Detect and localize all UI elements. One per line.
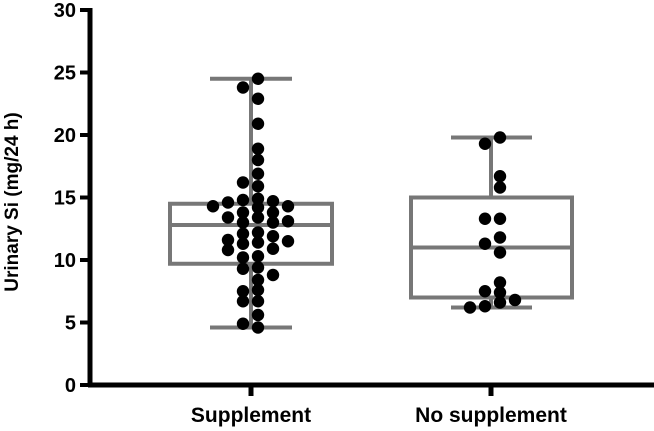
data-point — [251, 261, 265, 274]
y-axis: 0 5 10 15 20 25 30 — [54, 0, 93, 397]
data-point — [221, 243, 235, 257]
data-point — [266, 242, 280, 255]
data-point — [236, 81, 250, 94]
data-point — [281, 215, 295, 228]
data-point — [266, 206, 280, 219]
data-point — [236, 216, 250, 229]
data-point — [493, 286, 507, 299]
data-point — [493, 181, 507, 194]
data-point — [251, 308, 265, 322]
y-axis-title: Urinary Si (mg/24 h) — [2, 112, 23, 292]
data-point — [236, 227, 250, 240]
data-point — [236, 176, 250, 189]
data-point — [251, 153, 265, 167]
data-point — [281, 200, 295, 213]
data-point — [266, 268, 280, 282]
y-tick-label: 5 — [65, 313, 76, 335]
data-point — [236, 237, 250, 250]
x-label-no-supplement: No supplement — [415, 404, 567, 427]
data-point — [266, 230, 280, 243]
data-point — [251, 92, 265, 105]
iqr-box — [168, 201, 334, 266]
data-point — [478, 137, 492, 150]
data-point — [236, 206, 250, 219]
data-point — [251, 117, 265, 130]
data-point — [266, 195, 280, 208]
data-point — [251, 142, 265, 155]
data-point — [236, 285, 250, 298]
data-point — [251, 72, 265, 85]
y-tick-label: 10 — [54, 250, 76, 272]
data-point — [478, 285, 492, 298]
data-point — [493, 170, 507, 183]
data-point — [251, 201, 265, 214]
data-point — [266, 216, 280, 229]
data-point — [251, 273, 265, 287]
data-point — [281, 235, 295, 248]
data-point — [251, 167, 265, 180]
data-point — [236, 193, 250, 207]
data-point — [478, 300, 492, 313]
data-point — [493, 246, 507, 259]
y-tick-label: 25 — [54, 63, 76, 85]
box-group-supplement — [168, 72, 334, 334]
data-point — [236, 251, 250, 264]
data-point — [251, 236, 265, 249]
data-point — [251, 321, 265, 334]
data-point — [493, 276, 507, 289]
data-point — [493, 212, 507, 225]
data-point — [206, 200, 220, 213]
data-point — [251, 211, 265, 224]
data-point — [251, 283, 265, 297]
data-point — [221, 196, 235, 209]
data-point — [493, 231, 507, 244]
data-point — [221, 211, 235, 224]
y-tick-label: 0 — [65, 375, 76, 397]
y-tick-label: 20 — [54, 125, 76, 147]
y-tick-label: 15 — [54, 188, 76, 210]
data-point — [493, 131, 507, 144]
data-point — [251, 250, 265, 263]
box-group-no-supplement — [409, 131, 574, 314]
data-point — [236, 295, 250, 308]
y-tick-label: 30 — [54, 0, 76, 22]
x-label-supplement: Supplement — [191, 404, 311, 427]
x-axis: Supplement No supplement — [88, 382, 654, 427]
data-point — [251, 295, 265, 308]
data-point — [478, 237, 492, 250]
data-point — [463, 301, 477, 314]
data-point — [493, 296, 507, 309]
data-point — [251, 226, 265, 239]
data-point — [236, 262, 250, 275]
data-point — [236, 317, 250, 330]
data-point — [251, 192, 265, 205]
data-point — [251, 180, 265, 193]
data-point — [221, 233, 235, 247]
data-point — [478, 212, 492, 225]
plot-area — [168, 72, 574, 334]
data-point — [508, 293, 522, 307]
